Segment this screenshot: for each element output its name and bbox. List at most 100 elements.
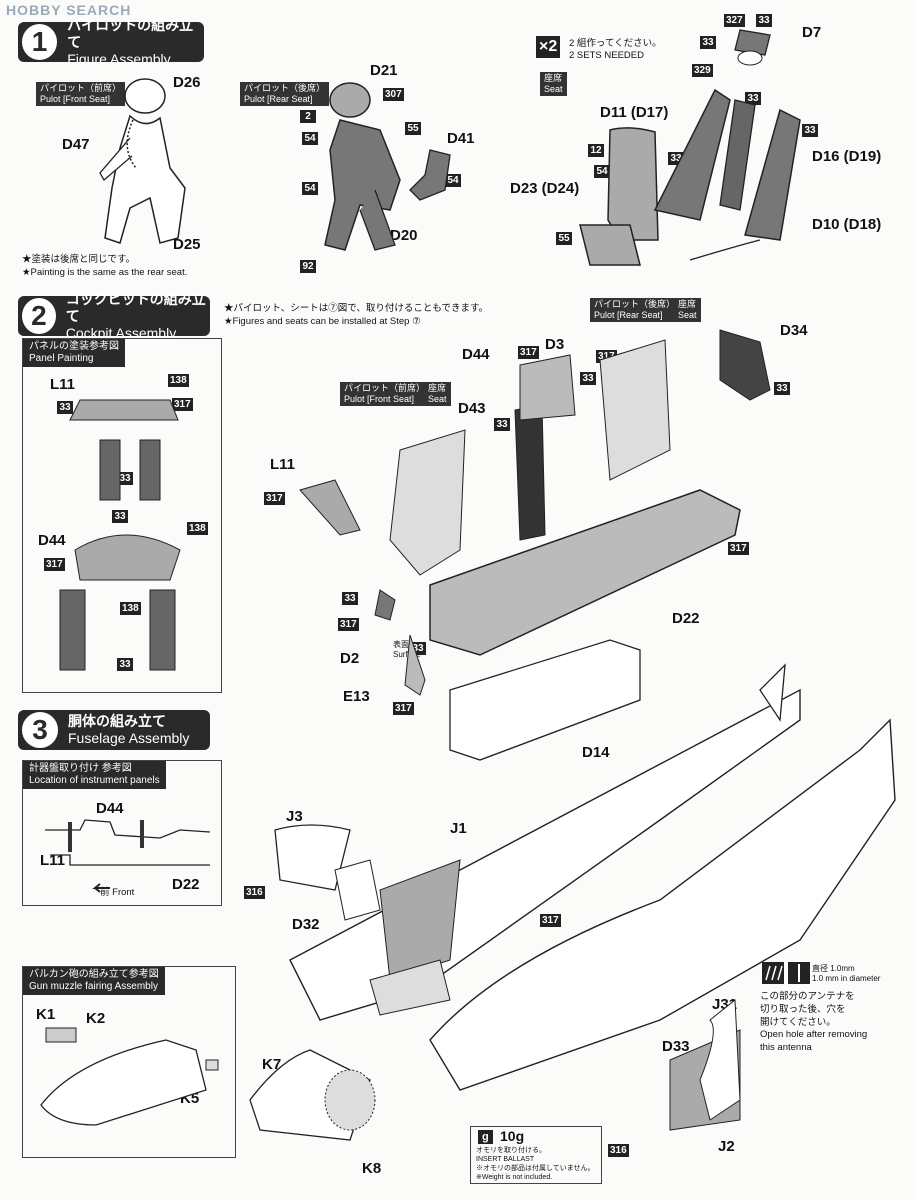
part-K2: K2 — [86, 1010, 106, 1027]
paint-138-a: 138 — [168, 374, 189, 387]
seat-tag-1: 座席 Seat — [540, 72, 567, 96]
part-D33: D33 — [662, 1038, 690, 1055]
part-D23: D23 (D24) — [510, 180, 580, 197]
paint-33-b: 33 — [700, 36, 716, 49]
paint-33-f: 33 — [57, 401, 73, 414]
step-1-title-en: Figure Assembly — [67, 50, 171, 67]
paint-307: 307 — [383, 88, 404, 101]
part-J1: J1 — [450, 820, 467, 837]
part-K1: K1 — [36, 1006, 56, 1023]
part-D44: D44 — [462, 346, 490, 363]
paint-33-k: 33 — [774, 382, 790, 395]
part-D32: D32 — [292, 916, 320, 933]
paint-33-l: 33 — [494, 418, 510, 431]
step-3-title-jp: 胴体の組み立て — [68, 713, 166, 729]
step-3-number: 3 — [20, 710, 60, 750]
part-L11-loc: L11 — [40, 852, 66, 869]
antenna-diameter: 直径 1.0mm 1.0 mm in diameter — [812, 964, 881, 983]
paint-33-h: 33 — [112, 510, 128, 523]
paint-55-b: 55 — [556, 232, 572, 245]
paint-317-h: 317 — [393, 702, 414, 715]
part-D7: D7 — [802, 24, 822, 41]
pilot-rear-tag: パイロット（後席） Pulot [Rear Seat] — [240, 82, 330, 106]
ballast-note-jp: ※オモリの部品は付属していません。 — [476, 1165, 595, 1172]
gun-fairing-drawing — [40, 1027, 219, 1126]
paint-329: 329 — [692, 64, 713, 77]
paint-327: 327 — [724, 14, 745, 27]
sets-note-en: 2 SETS NEEDED — [569, 50, 644, 61]
seat-exploded-drawing — [579, 29, 801, 266]
step-2-title-en: Cockpit Assembly — [65, 324, 177, 341]
pilot-rear-tag-2: パイロット（後席） Pulot [Rear Seat] — [590, 298, 680, 322]
paint-54-c: 54 — [445, 174, 461, 187]
paint-54-a: 54 — [302, 132, 318, 145]
part-D10: D10 (D18) — [812, 216, 882, 233]
step-2-note-jp: ★パイロット、シートは⑦図で、取り付けることもできます。 — [224, 303, 489, 314]
paint-33-g: 33 — [117, 472, 133, 485]
gun-box-title-en: Gun muzzle fairing Assembly — [29, 981, 158, 992]
part-D22: D22 — [672, 610, 700, 627]
watermark-logo: HOBBY SEARCH — [6, 2, 132, 18]
paint-92: 92 — [300, 260, 316, 273]
paint-317-c: 317 — [518, 346, 539, 359]
part-D44-panel: D44 — [38, 532, 66, 549]
step-2-note-en: ★Figures and seats can be installed at S… — [224, 316, 421, 327]
antenna-note-en: Open hole after removing this antenna — [760, 1029, 868, 1053]
part-K8: K8 — [362, 1160, 382, 1177]
pilot-front-tag-2: パイロット（前席） Pulot [Front Seat] — [340, 382, 430, 406]
part-D43: D43 — [458, 400, 486, 417]
part-L11-panel: L11 — [50, 376, 76, 393]
paint-55: 55 — [405, 122, 421, 135]
paint-317-b: 317 — [44, 558, 65, 571]
ballast-weight: 10g — [500, 1128, 525, 1144]
part-D2: D2 — [340, 650, 360, 667]
part-D11: D11 (D17) — [600, 104, 669, 121]
part-L11: L11 — [270, 456, 296, 473]
panel-box-title-en: Panel Painting — [29, 353, 94, 364]
paint-33-c: 33 — [745, 92, 761, 105]
sets-multiplier: ×2 — [536, 36, 561, 58]
paint-317-e: 317 — [264, 492, 285, 505]
part-D21: D21 — [370, 62, 398, 79]
ballast-note-en: ※Weight is not included. — [476, 1174, 553, 1181]
part-D44-loc: D44 — [96, 800, 124, 817]
paint-2: 2 — [300, 110, 316, 123]
ballast-code: g — [478, 1130, 493, 1144]
figure-rear-pilot-drawing — [324, 82, 451, 251]
paint-316-b: 316 — [608, 1144, 629, 1157]
antenna-note-jp: この部分のアンテナを 切り取った後、穴を 開けてください。 — [760, 991, 855, 1028]
step-2-number: 2 — [20, 296, 58, 336]
pilot-front-tag: パイロット（前席） Pulot [Front Seat] — [36, 82, 126, 106]
gun-box-title-jp: バルカン砲の組み立て参考図 — [29, 969, 159, 980]
instr-box-title-jp: 計器盤取り付け 参考図 — [29, 763, 132, 774]
step-2-title-jp: コックピットの組み立て — [65, 290, 206, 324]
panel-box-title-jp: パネルの塗装参考図 — [29, 341, 119, 352]
part-D47: D47 — [62, 136, 90, 153]
part-K7: K7 — [262, 1056, 282, 1073]
paint-138-b: 138 — [187, 522, 208, 535]
step-1-number: 1 — [20, 22, 60, 62]
surface-label: 表面 Surface — [393, 640, 421, 659]
part-D20: D20 — [390, 227, 418, 244]
paint-33-m: 33 — [342, 592, 358, 605]
panel-painting-drawing — [59, 399, 181, 671]
ballast-en: INSERT BALLAST — [476, 1156, 535, 1163]
ballast-box — [470, 1126, 602, 1184]
part-D16: D16 (D19) — [812, 148, 882, 165]
paint-33-i: 33 — [117, 658, 133, 671]
painting-note-en: ★Painting is the same as the rear seat. — [22, 267, 188, 278]
cockpit-exploded-drawing — [299, 329, 771, 761]
paint-33-j: 33 — [580, 372, 596, 385]
seat-tag-3: 座席 Seat — [674, 298, 701, 322]
figure-front-pilot-drawing — [99, 78, 186, 244]
paint-138-c: 138 — [120, 602, 141, 615]
part-D22-loc: D22 — [172, 876, 200, 893]
painting-note-jp: ★塗装は後席と同じです。 — [22, 254, 136, 265]
part-D25: D25 — [173, 236, 201, 253]
paint-33-a: 33 — [756, 14, 772, 27]
ballast-jp: オモリを取り付ける。 — [476, 1147, 546, 1154]
sets-note-jp: 2 組作ってください。 — [569, 38, 662, 49]
